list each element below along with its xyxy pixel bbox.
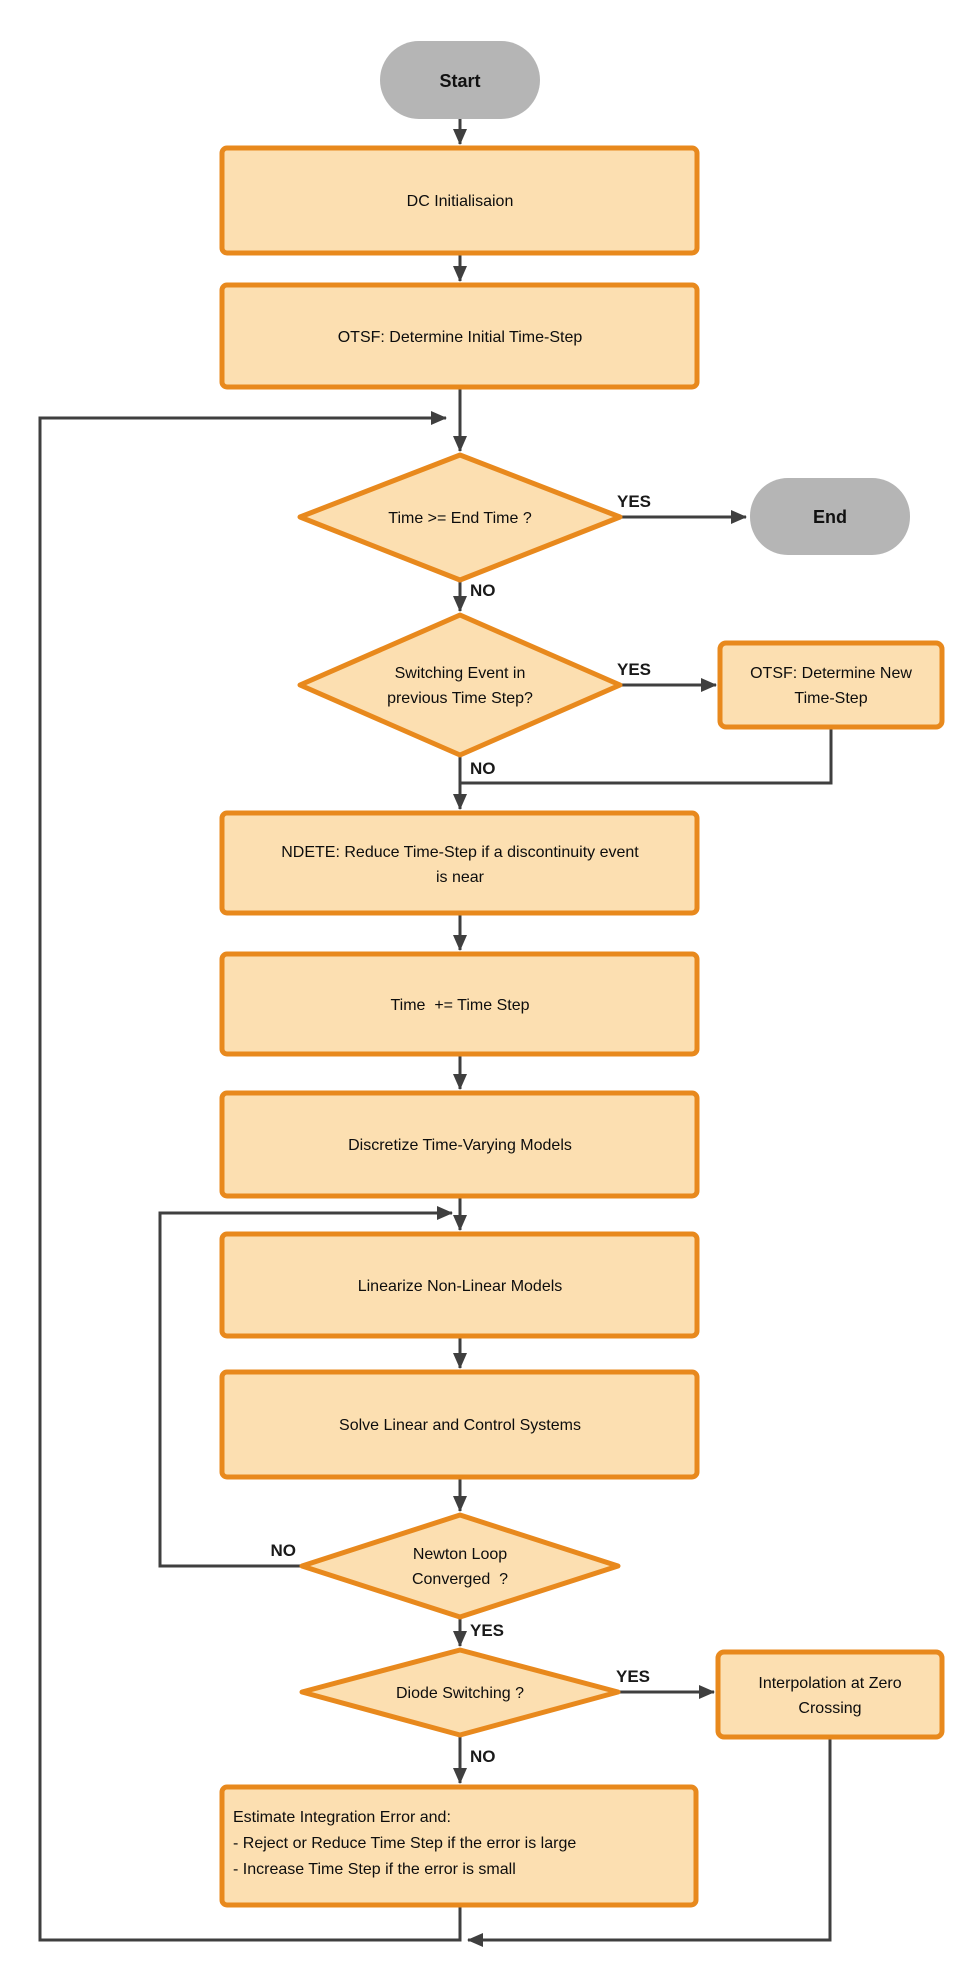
- node-end: End: [750, 478, 910, 555]
- node-solve: Solve Linear and Control Systems: [219, 1369, 700, 1480]
- linearize-label: Linearize Non-Linear Models: [358, 1278, 563, 1295]
- node-dc-init: DC Initialisaion: [219, 145, 700, 256]
- node-advance-time: Time += Time Step: [219, 951, 700, 1057]
- otsf-initial-label: OTSF: Determine Initial Time-Step: [338, 329, 583, 346]
- edge-label-newton-yes: YES: [470, 1621, 504, 1640]
- ndete-label-line1: NDETE: Reduce Time-Step if a discontinui…: [281, 844, 639, 861]
- advance-time-label: Time += Time Step: [390, 997, 529, 1014]
- node-linearize: Linearize Non-Linear Models: [219, 1231, 700, 1339]
- edge-interpolation-return: [467, 1737, 832, 1947]
- node-start: Start: [380, 41, 540, 119]
- edge-label-time-check-no: NO: [470, 581, 496, 600]
- node-diode-check: Diode Switching ?: [299, 1647, 621, 1738]
- switching-event-label-line1: Switching Event in: [395, 665, 526, 682]
- estimate-shape: [219, 1784, 699, 1908]
- diode-check-label: Diode Switching ?: [396, 1685, 524, 1702]
- node-time-check: Time >= End Time ?: [297, 452, 623, 583]
- node-otsf-initial: OTSF: Determine Initial Time-Step: [219, 282, 700, 390]
- edge-label-layer: YES NO YES NO NO YES YES NO: [271, 492, 652, 1766]
- estimate-label-line1: Estimate Integration Error and:: [233, 1809, 451, 1826]
- start-terminator-shape: [380, 41, 540, 119]
- solve-shape: [219, 1369, 700, 1480]
- time-check-shape: [297, 452, 623, 583]
- newton-check-shape: [299, 1512, 621, 1620]
- dc-init-label: DC Initialisaion: [407, 193, 514, 210]
- newton-check-label-line1: Newton Loop: [413, 1546, 507, 1563]
- node-interpolation: Interpolation at Zero Crossing: [715, 1649, 945, 1740]
- newton-check-label-line2: Converged ?: [412, 1571, 508, 1588]
- otsf-new-label-line2: Time-Step: [794, 690, 867, 707]
- start-label: Start: [439, 71, 480, 91]
- time-check-label: Time >= End Time ?: [388, 510, 532, 527]
- node-newton-check: Newton Loop Converged ?: [299, 1512, 621, 1620]
- edge-label-newton-no: NO: [271, 1541, 297, 1560]
- edge-label-time-check-yes: YES: [617, 492, 651, 511]
- node-discretize: Discretize Time-Varying Models: [219, 1090, 700, 1199]
- edge-newton-no-loop: [158, 1206, 453, 1568]
- edge-label-switching-no: NO: [470, 759, 496, 778]
- interpolation-shape: [715, 1649, 945, 1740]
- ndete-shape: [219, 810, 700, 916]
- dc-init-shape: [219, 145, 700, 256]
- estimate-label-line3: - Increase Time Step if the error is sma…: [233, 1861, 516, 1878]
- switching-event-label-line2: previous Time Step?: [387, 690, 533, 707]
- edge-outer-loop-back: [38, 411, 462, 1942]
- otsf-new-shape: [717, 640, 945, 730]
- node-otsf-new: OTSF: Determine New Time-Step: [717, 640, 945, 730]
- edge-label-switching-yes: YES: [617, 660, 651, 679]
- edge-label-diode-no: NO: [470, 1747, 496, 1766]
- estimate-label-line2: - Reject or Reduce Time Step if the erro…: [233, 1835, 576, 1852]
- interpolation-label-line1: Interpolation at Zero: [758, 1675, 901, 1692]
- node-ndete: NDETE: Reduce Time-Step if a discontinui…: [219, 810, 700, 916]
- linearize-shape: [219, 1231, 700, 1339]
- node-estimate: Estimate Integration Error and: - Reject…: [219, 1784, 699, 1908]
- discretize-shape: [219, 1090, 700, 1199]
- end-terminator-shape: [750, 478, 910, 555]
- edge-label-diode-yes: YES: [616, 1667, 650, 1686]
- diode-check-shape: [299, 1647, 621, 1738]
- node-switching-event: Switching Event in previous Time Step?: [297, 612, 623, 758]
- advance-time-shape: [219, 951, 700, 1057]
- connector-layer: [38, 119, 833, 1947]
- discretize-label: Discretize Time-Varying Models: [348, 1137, 572, 1154]
- otsf-initial-shape: [219, 282, 700, 390]
- solve-label: Solve Linear and Control Systems: [339, 1417, 581, 1434]
- ndete-label-line2: is near: [436, 869, 485, 886]
- switching-event-shape: [297, 612, 623, 758]
- interpolation-label-line2: Crossing: [798, 1700, 861, 1717]
- otsf-new-label-line1: OTSF: Determine New: [750, 665, 912, 682]
- edge-otsf-new-return: [460, 727, 833, 785]
- end-label: End: [813, 507, 847, 527]
- node-layer: Start DC Initialisaion OTSF: Determine I…: [219, 41, 945, 1908]
